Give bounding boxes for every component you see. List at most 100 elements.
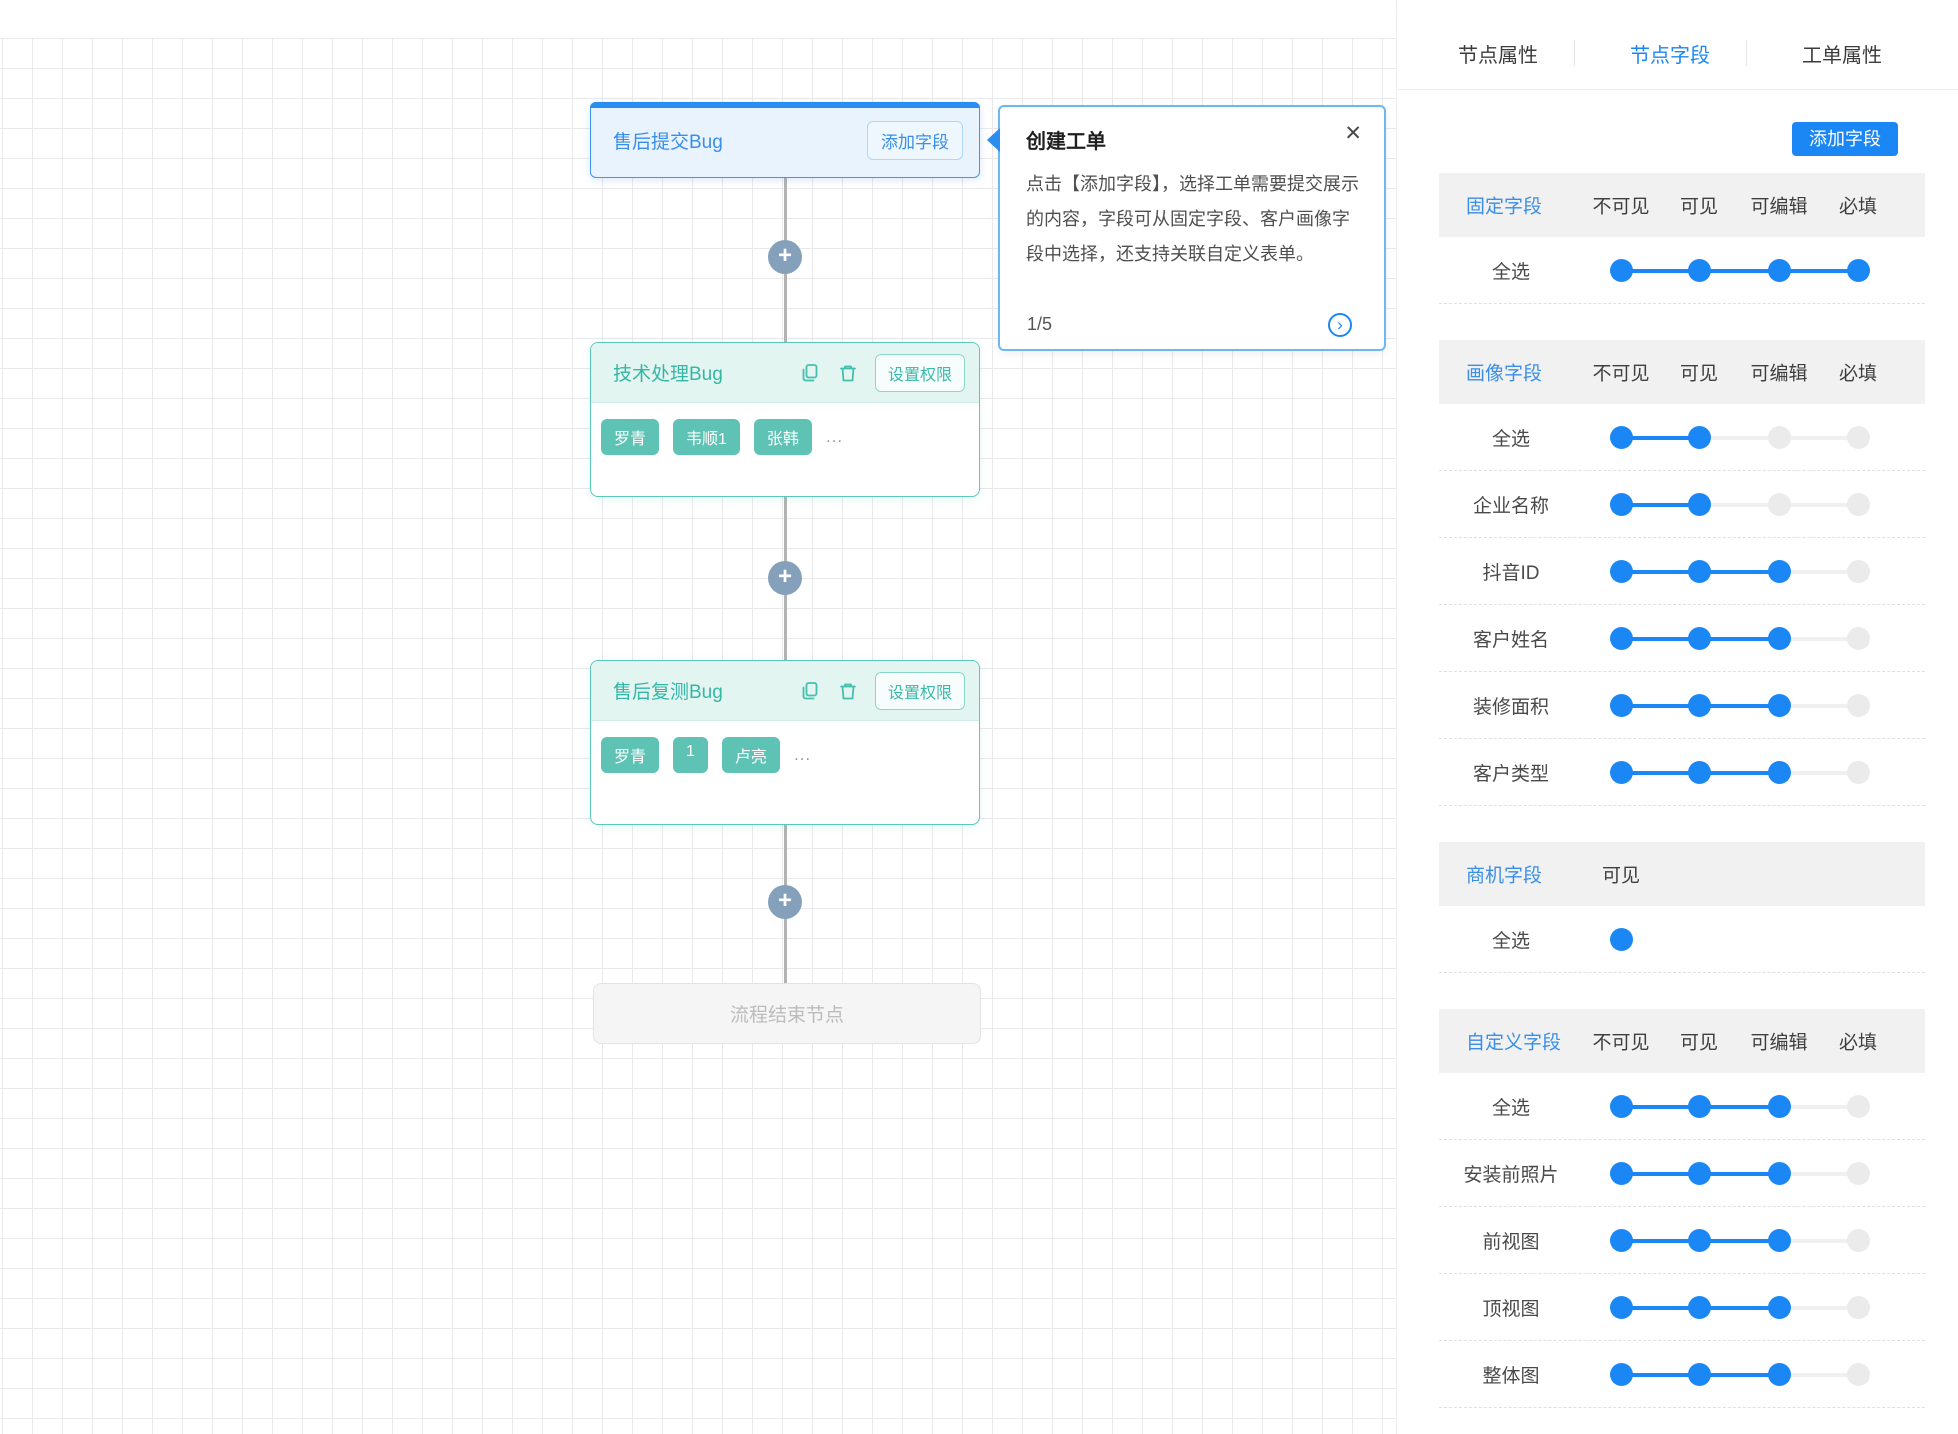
permission-dot[interactable] [1687, 626, 1711, 650]
copy-icon[interactable] [799, 362, 821, 384]
permission-dot[interactable] [1687, 1094, 1711, 1118]
delete-icon[interactable] [837, 680, 859, 702]
permission-dot[interactable] [1687, 425, 1711, 449]
field-section: 自定义字段不可见可见可编辑必填全选安装前照片前视图顶视图整体图 [1439, 1009, 1925, 1408]
assignee-tag[interactable]: 韦顺1 [673, 419, 740, 455]
permission-dot[interactable] [1767, 1228, 1791, 1252]
permission-dot[interactable] [1687, 492, 1711, 516]
set-permission-button[interactable]: 设置权限 [874, 671, 965, 710]
assignee-tag[interactable]: 卢亮 [721, 737, 780, 773]
section-title[interactable]: 固定字段 [1466, 196, 1543, 218]
permission-dot[interactable] [1609, 1094, 1633, 1118]
field-label: 全选 [1491, 261, 1530, 283]
section-title[interactable]: 画像字段 [1466, 363, 1543, 385]
permission-dot[interactable] [1846, 258, 1870, 282]
add-node-button-1[interactable]: + [768, 240, 802, 274]
field-label: 全选 [1491, 428, 1530, 450]
permission-dot[interactable] [1767, 258, 1791, 282]
permission-dot[interactable] [1767, 1094, 1791, 1118]
permission-dot[interactable] [1846, 1161, 1870, 1185]
column-label: 必填 [1838, 1032, 1878, 1054]
node-title: 售后复测Bug [613, 682, 723, 703]
field-row: 安装前照片 [1439, 1140, 1925, 1207]
permission-dot[interactable] [1687, 1295, 1711, 1319]
add-field-button[interactable]: 添加字段 [1792, 122, 1898, 156]
assignee-tag[interactable]: 罗青 [601, 419, 660, 455]
permission-dot[interactable] [1609, 492, 1633, 516]
field-label: 前视图 [1482, 1231, 1540, 1253]
slider-track [1699, 770, 1779, 775]
section-title[interactable]: 商机字段 [1466, 865, 1543, 887]
copy-icon[interactable] [799, 680, 821, 702]
permission-dot[interactable] [1687, 1161, 1711, 1185]
permission-slider [1609, 927, 1870, 951]
permission-dot[interactable] [1846, 492, 1870, 516]
section-title[interactable]: 自定义字段 [1466, 1032, 1562, 1054]
node-add-field-button[interactable]: 添加字段 [867, 120, 963, 160]
permission-dot[interactable] [1609, 258, 1633, 282]
permission-dot[interactable] [1767, 1362, 1791, 1386]
slider-track [1779, 268, 1858, 273]
permission-dot[interactable] [1846, 1094, 1870, 1118]
field-section: 固定字段不可见可见可编辑必填全选 [1439, 173, 1925, 304]
permission-dot[interactable] [1846, 1228, 1870, 1252]
permission-dot[interactable] [1846, 760, 1870, 784]
permission-dot[interactable] [1609, 1295, 1633, 1319]
more-tags-indicator[interactable]: ... [793, 745, 812, 764]
permission-dot[interactable] [1846, 1295, 1870, 1319]
close-icon[interactable]: ✕ [1344, 122, 1362, 145]
permission-dot[interactable] [1687, 559, 1711, 583]
permission-dot[interactable] [1687, 760, 1711, 784]
flow-node-tech[interactable]: 技术处理Bug 设置权限 [590, 342, 980, 497]
permission-dot[interactable] [1846, 425, 1870, 449]
field-row: 全选 [1439, 1073, 1925, 1140]
popover-body: 点击【添加字段】，选择工单需要提交展示的内容，字段可从固定字段、客户画像字段中选… [1026, 174, 1359, 264]
permission-slider [1609, 1362, 1870, 1386]
flow-node-start[interactable]: 售后提交Bug 添加字段 [590, 102, 980, 178]
permission-dot[interactable] [1846, 559, 1870, 583]
permission-dot[interactable] [1609, 559, 1633, 583]
permission-dot[interactable] [1609, 1362, 1633, 1386]
permission-dot[interactable] [1687, 1228, 1711, 1252]
next-step-icon[interactable]: › [1328, 313, 1352, 337]
add-node-button-3[interactable]: + [768, 885, 802, 919]
set-permission-button[interactable]: 设置权限 [874, 353, 965, 392]
permission-dot[interactable] [1767, 760, 1791, 784]
tab-node-fields[interactable]: 节点字段 [1630, 45, 1710, 67]
permission-dot[interactable] [1846, 1362, 1870, 1386]
tab-ticket-properties[interactable]: 工单属性 [1802, 45, 1882, 67]
permission-dot[interactable] [1609, 626, 1633, 650]
add-node-button-2[interactable]: + [768, 561, 802, 595]
permission-dot[interactable] [1767, 693, 1791, 717]
permission-dot[interactable] [1846, 693, 1870, 717]
permission-dot[interactable] [1609, 1228, 1633, 1252]
permission-dot[interactable] [1609, 927, 1633, 951]
permission-dot[interactable] [1767, 626, 1791, 650]
permission-dot[interactable] [1767, 1295, 1791, 1319]
permission-dot[interactable] [1687, 1362, 1711, 1386]
permission-dot[interactable] [1609, 760, 1633, 784]
flow-canvas[interactable]: + + + 售后提交Bug 添加字段 技术处理Bug [0, 0, 1397, 1434]
permission-dot[interactable] [1687, 258, 1711, 282]
permission-dot[interactable] [1609, 425, 1633, 449]
permission-dot[interactable] [1609, 693, 1633, 717]
delete-icon[interactable] [837, 362, 859, 384]
permission-dot[interactable] [1767, 1161, 1791, 1185]
permission-dot[interactable] [1767, 425, 1791, 449]
permission-dot[interactable] [1687, 693, 1711, 717]
assignee-tag[interactable]: 张韩 [753, 419, 812, 455]
assignee-tag[interactable]: 罗青 [601, 737, 660, 773]
column-label: 可见 [1679, 363, 1719, 385]
permission-dot[interactable] [1609, 1161, 1633, 1185]
more-tags-indicator[interactable]: ... [825, 427, 844, 446]
permission-dot[interactable] [1767, 559, 1791, 583]
flow-node-retest[interactable]: 售后复测Bug 设置权限 [590, 660, 980, 825]
guide-popover: 创建工单 ✕ 点击【添加字段】，选择工单需要提交展示的内容，字段可从固定字段、客… [987, 105, 1386, 351]
field-label: 抖音ID [1482, 562, 1540, 584]
column-label: 可见 [1679, 196, 1719, 218]
permission-dot[interactable] [1846, 626, 1870, 650]
assignee-tag[interactable]: 1 [673, 737, 708, 773]
permission-dot[interactable] [1767, 492, 1791, 516]
tab-node-properties[interactable]: 节点属性 [1458, 45, 1538, 67]
